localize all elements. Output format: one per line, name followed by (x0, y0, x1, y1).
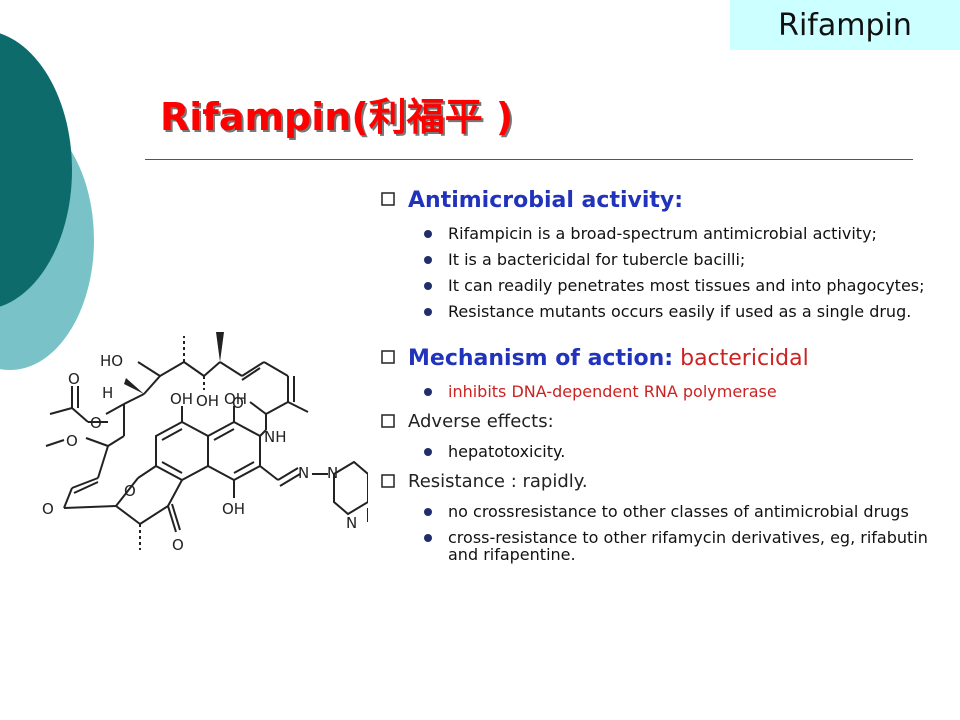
section-resistance: Resistance : rapidly. no crossresistance… (380, 470, 955, 563)
label-n-imine: N (298, 464, 309, 482)
slide-title: Rifampin(利福平 ) (160, 95, 514, 139)
bullet-dot-icon (424, 256, 432, 264)
hollow-square-bullet-icon (381, 192, 395, 206)
bullet-dot-icon (424, 534, 432, 542)
list-item: cross-resistance to other rifamycin deri… (424, 529, 955, 563)
label-n-pip2: N (346, 514, 357, 532)
section-heading: Mechanism of action: bactericidal (408, 346, 809, 371)
list-item: Rifampicin is a broad-spectrum antimicro… (424, 225, 955, 242)
section-mechanism: Mechanism of action: bactericidal inhibi… (380, 344, 955, 400)
label-oh-mid: OH (196, 392, 219, 410)
list-item: inhibits DNA-dependent RNA polymerase (424, 383, 955, 400)
bullet-dot-icon (424, 448, 432, 456)
section-heading: Antimicrobial activity: (408, 188, 684, 213)
rifampin-structure: HO OH OH OH OH H NH N N N O O O O O O O (42, 332, 368, 554)
topic-tag: Rifampin (730, 0, 960, 50)
bullet-dot-icon (424, 282, 432, 290)
list-item: Resistance mutants occurs easily if used… (424, 303, 955, 320)
bullet-dot-icon (424, 308, 432, 316)
label-o-methoxy: O (66, 432, 78, 450)
list-item: no crossresistance to other classes of a… (424, 503, 955, 520)
list-item: It is a bactericidal for tubercle bacill… (424, 251, 955, 268)
label-o-ring2: O (124, 482, 136, 500)
label-nh: NH (264, 428, 287, 446)
section-antimicrobial: Antimicrobial activity: Rifampicin is a … (380, 186, 955, 320)
label-n-pip1: N (327, 464, 338, 482)
list-item: hepatotoxicity. (424, 443, 955, 460)
label-o-lactone: O (172, 536, 184, 554)
bullet-dot-icon (424, 508, 432, 516)
label-o-ring1: O (42, 500, 54, 518)
section-heading: Adverse effects: (408, 411, 554, 432)
label-o-acetate-eq: O (68, 370, 80, 388)
label-h: H (102, 384, 113, 402)
list-item: It can readily penetrates most tissues a… (424, 277, 955, 294)
section-heading: Resistance : rapidly. (408, 471, 588, 492)
bullet-dot-icon (424, 230, 432, 238)
decorative-curves (0, 33, 94, 370)
hollow-square-bullet-icon (381, 414, 395, 428)
section-adverse-effects: Adverse effects: hepatotoxicity. (380, 410, 955, 460)
bullet-dot-icon (424, 388, 432, 396)
label-o-amide: O (232, 394, 244, 412)
title-divider (145, 159, 913, 160)
slide-content: Antimicrobial activity: Rifampicin is a … (380, 186, 955, 563)
hollow-square-bullet-icon (381, 474, 395, 488)
hollow-square-bullet-icon (381, 350, 395, 364)
label-ho: HO (100, 352, 123, 370)
label-o-acetate: O (90, 414, 102, 432)
label-oh-bottom: OH (222, 500, 245, 518)
label-oh-right: OH (224, 390, 247, 408)
label-oh-left: OH (170, 390, 193, 408)
